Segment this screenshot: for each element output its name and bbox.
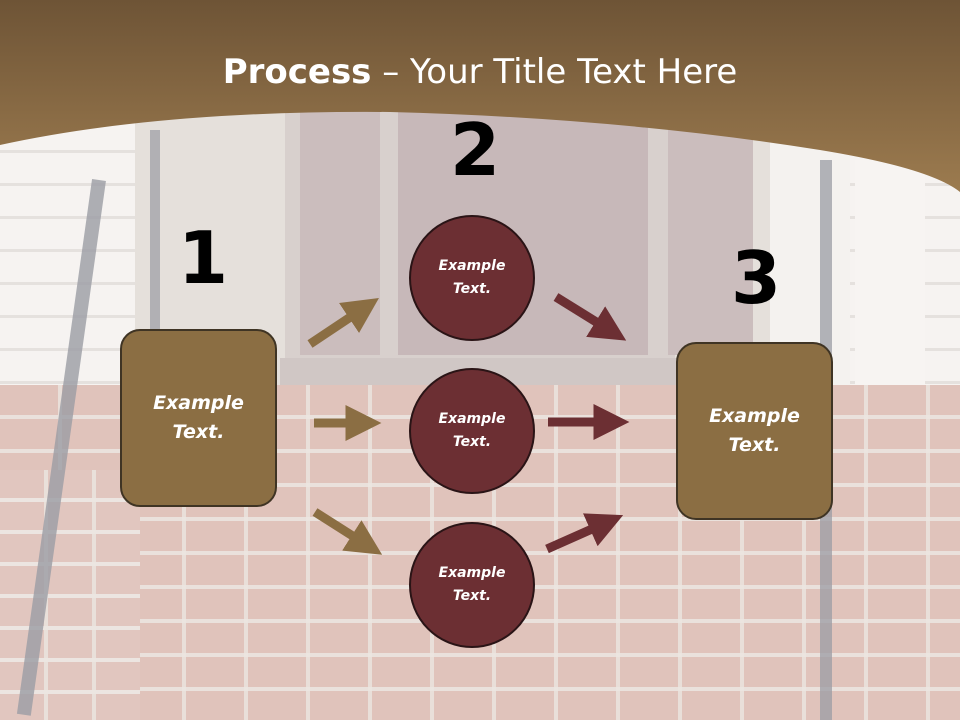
railing-post-left: [150, 130, 160, 360]
start-box[interactable]: Example Text.: [120, 329, 277, 507]
title-rest: – Your Title Text Here: [371, 52, 738, 92]
step-number-1: 1: [178, 216, 229, 300]
end-box-label: Example Text.: [709, 405, 800, 456]
circle-top-label: Example Text.: [438, 258, 506, 297]
arrow-left-to-top: [307, 298, 379, 348]
slide-title: Process – Your Title Text Here: [0, 52, 960, 92]
start-box-label: Example Text.: [153, 392, 244, 443]
end-box[interactable]: Example Text.: [676, 342, 833, 520]
circle-middle[interactable]: Example Text.: [409, 368, 535, 494]
circle-bottom-label: Example Text.: [438, 565, 506, 604]
sidelight-right: [668, 100, 753, 355]
circle-bottom[interactable]: Example Text.: [409, 522, 535, 648]
header-band: [0, 0, 960, 192]
arrow-bottom-to-right: [545, 513, 624, 554]
step-number-3: 3: [731, 236, 782, 320]
step-number-2: 2: [450, 108, 501, 192]
circle-middle-label: Example Text.: [438, 411, 506, 450]
title-bold: Process: [222, 52, 372, 92]
porch-column-outer: [855, 160, 925, 400]
circle-top[interactable]: Example Text.: [409, 215, 535, 341]
arrow-top-to-right: [553, 293, 627, 341]
arrow-left-to-bottom: [312, 508, 383, 555]
